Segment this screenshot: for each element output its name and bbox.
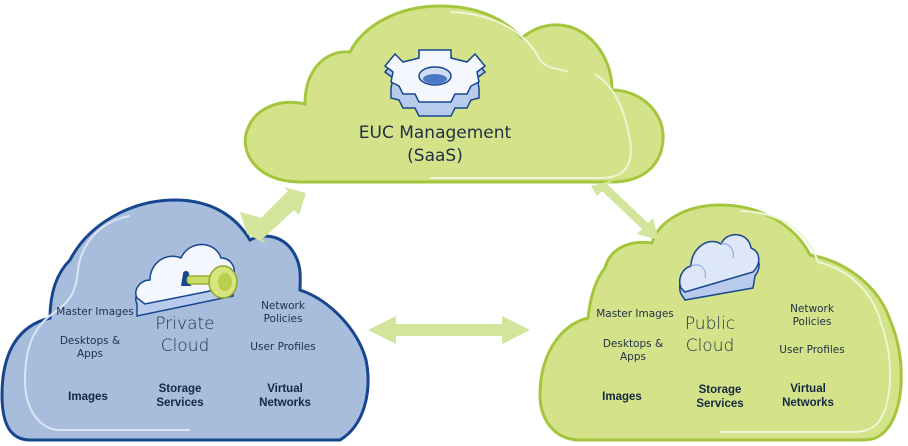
private-cloud-highlight: [23, 215, 190, 431]
private-storage-line2: Services: [156, 397, 204, 409]
public-user-profiles: User Profiles: [779, 344, 845, 356]
private-user-profiles: User Profiles: [250, 341, 316, 353]
private-storage-line1: Storage: [158, 383, 202, 395]
public-cloud-title-line2: Cloud: [685, 336, 735, 356]
gear-icon: [383, 49, 487, 117]
private-networks-line2: Networks: [259, 397, 311, 409]
euc-title-line2: (SaaS): [407, 146, 463, 166]
private-cloud-shape: [0, 198, 370, 442]
private-master-images: Master Images: [56, 306, 134, 318]
private-images-category: Images: [68, 391, 108, 403]
arrow-private-public: [368, 316, 530, 344]
public-master-images: Master Images: [596, 308, 674, 320]
private-cloud-title-line2: Cloud: [160, 336, 210, 356]
public-cloud-shape: [538, 203, 903, 442]
public-images-category: Images: [602, 391, 642, 403]
public-cloud: [538, 203, 903, 442]
private-desktops-line2: Apps: [77, 348, 103, 360]
cloud-icon: [679, 234, 760, 301]
public-storage-line2: Services: [696, 398, 744, 410]
public-networks-line2: Networks: [782, 397, 834, 409]
private-cloud: [0, 198, 370, 442]
arrow-euc-public: [591, 180, 659, 240]
public-storage-line1: Storage: [698, 384, 742, 396]
euc-cloud-highlight: [430, 11, 632, 179]
public-network-line2: Policies: [792, 316, 832, 328]
public-desktops-line2: Apps: [620, 351, 646, 363]
private-networks-line1: Virtual: [267, 383, 303, 395]
public-network-line1: Network: [790, 303, 834, 315]
public-networks-line1: Virtual: [790, 383, 826, 395]
public-cloud-title-line1: Public: [684, 314, 736, 334]
private-network-line2: Policies: [263, 313, 303, 325]
private-network-line1: Network: [261, 300, 305, 312]
euc-title-line1: EUC Management: [358, 123, 512, 143]
cloud-key-icon: [135, 243, 238, 317]
public-desktops-line1: Desktops &: [602, 338, 664, 350]
public-cloud-highlight: [720, 210, 892, 433]
private-desktops-line1: Desktops &: [59, 335, 121, 347]
private-cloud-title-line1: Private: [155, 314, 215, 334]
arrow-euc-private: [240, 187, 306, 244]
